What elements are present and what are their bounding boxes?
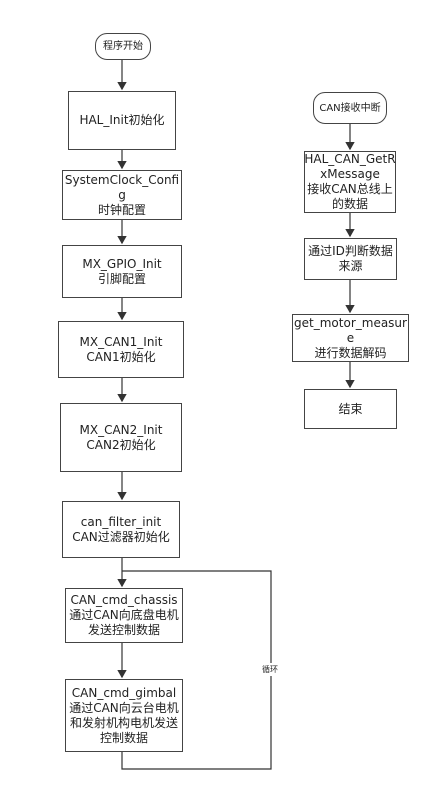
start-node-label: 程序开始	[103, 41, 143, 52]
step-hal-can-getrx-line3: 接收CAN总线上	[307, 182, 393, 196]
step-can-filter-init-line1: can_filter_init	[80, 514, 162, 529]
step-get-motor-measure-line3: 进行数据解码	[314, 345, 387, 360]
step-can-filter-init-line2: CAN过滤器初始化	[72, 529, 170, 544]
step-end: 结束	[304, 389, 397, 429]
step-get-motor-measure: get_motor_measur e 进行数据解码	[292, 314, 409, 362]
step-id-check-line2: 来源	[338, 259, 363, 273]
step-can-cmd-gimbal-line3: 和发射机构电机发送	[69, 715, 178, 730]
step-id-check-line1: 通过ID判断数据	[308, 244, 393, 258]
step-can1-init-line1: MX_CAN1_Init	[79, 334, 163, 349]
step-hal-can-getrx-line2: xMessage	[320, 167, 380, 181]
step-get-motor-measure-line2: e	[346, 330, 355, 345]
step-gpio-init-line2: 引脚配置	[97, 271, 146, 286]
step-gpio-init-line1: MX_GPIO_Init	[82, 256, 162, 271]
interrupt-start-node: CAN接收中断	[313, 92, 387, 124]
step-can2-init: MX_CAN2_Init CAN2初始化	[60, 403, 182, 472]
interrupt-start-label: CAN接收中断	[319, 102, 381, 114]
step-can2-init-line1: MX_CAN2_Init	[79, 422, 163, 437]
step-system-clock: SystemClock_Confi g 时钟配置	[62, 170, 182, 220]
step-can1-init: MX_CAN1_Init CAN1初始化	[58, 321, 184, 378]
step-can-cmd-gimbal-line1: CAN_cmd_gimbal	[71, 685, 177, 700]
step-can-cmd-gimbal-line2: 通过CAN向云台电机	[69, 700, 179, 715]
step-can-cmd-chassis-line1: CAN_cmd_chassis	[70, 593, 178, 607]
step-hal-can-getrx-line1: HAL_CAN_GetR	[304, 152, 396, 166]
loop-label: 循环	[262, 663, 278, 676]
loop-line	[121, 570, 272, 770]
step-gpio-init: MX_GPIO_Init 引脚配置	[62, 245, 182, 298]
step-system-clock-line2: g	[118, 187, 126, 202]
step-id-check: 通过ID判断数据 来源	[304, 238, 397, 280]
step-can-cmd-chassis-line3: 发送控制数据	[87, 623, 160, 637]
step-hal-can-getrx-line4: 的数据	[331, 197, 368, 211]
step-can-cmd-chassis: CAN_cmd_chassis 通过CAN向底盘电机 发送控制数据	[65, 588, 183, 643]
step-can-cmd-gimbal: CAN_cmd_gimbal 通过CAN向云台电机 和发射机构电机发送 控制数据	[65, 679, 183, 752]
step-can-filter-init: can_filter_init CAN过滤器初始化	[62, 501, 180, 558]
step-get-motor-measure-line1: get_motor_measur	[294, 315, 407, 330]
start-node: 程序开始	[95, 33, 151, 60]
step-can-cmd-gimbal-line4: 控制数据	[99, 730, 148, 745]
step-system-clock-line3: 时钟配置	[97, 202, 146, 217]
step-hal-can-getrx: HAL_CAN_GetR xMessage 接收CAN总线上 的数据	[304, 151, 396, 213]
step-hal-init: HAL_Init初始化	[68, 91, 176, 150]
step-end-line1: 结束	[338, 401, 363, 416]
step-can-cmd-chassis-line2: 通过CAN向底盘电机	[69, 608, 179, 622]
step-can1-init-line2: CAN1初始化	[86, 349, 156, 364]
step-system-clock-line1: SystemClock_Confi	[64, 172, 180, 187]
step-can2-init-line2: CAN2初始化	[86, 437, 156, 452]
step-hal-init-line: HAL_Init初始化	[79, 113, 165, 127]
